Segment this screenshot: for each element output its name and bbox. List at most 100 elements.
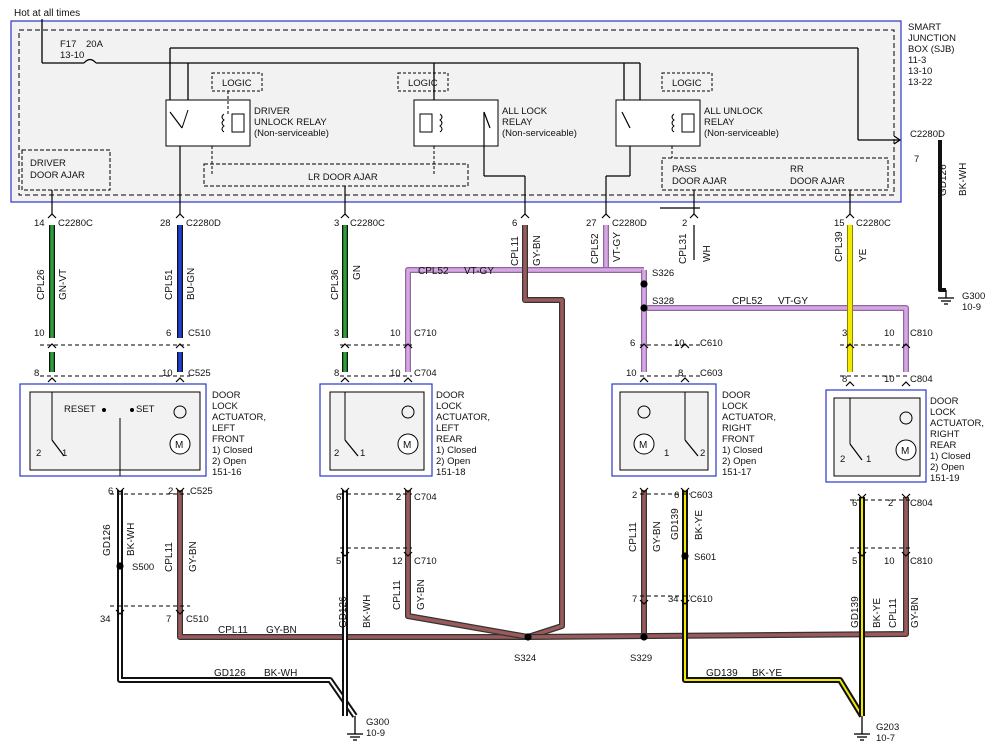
diagram-label: LOGIC <box>672 78 702 89</box>
diagram-label: CPL11 <box>888 598 899 628</box>
diagram-label: C804 <box>910 374 933 385</box>
diagram-label: 7 <box>914 154 919 165</box>
diagram-label: DOOR <box>930 396 959 407</box>
diagram-label: 2 <box>36 448 41 459</box>
diagram-label: ACTUATOR, <box>930 418 984 429</box>
diagram-label: S500 <box>132 562 154 573</box>
diagram-label: 10 <box>884 374 895 385</box>
diagram-label: 14 <box>34 218 45 229</box>
diagram-label: LOCK <box>930 407 957 418</box>
diagram-label: ACTUATOR, <box>212 412 266 423</box>
diagram-label: 15 <box>834 218 845 229</box>
diagram-label: 10-9 <box>962 302 981 313</box>
diagram-label: (Non-serviceable) <box>254 128 329 139</box>
diagram-label: GD126 <box>938 164 949 196</box>
diagram-label: CPL52 <box>732 296 763 307</box>
diagram-label: 12 <box>392 556 403 567</box>
diagram-label: BK-WH <box>958 163 969 196</box>
diagram-label: C810 <box>910 328 933 339</box>
diagram-label: RR <box>790 164 804 175</box>
diagram-label: 11-3 <box>908 55 926 66</box>
diagram-label: 7 <box>632 594 637 605</box>
diagram-label: M <box>175 440 183 451</box>
diagram-label: ACTUATOR, <box>436 412 490 423</box>
splice-s328 <box>640 304 648 312</box>
diagram-label: CPL52 <box>590 233 601 264</box>
diagram-label: 8 <box>334 368 339 379</box>
diagram-label: M <box>403 440 411 451</box>
diagram-label: G300 <box>962 291 985 302</box>
diagram-label: DOOR AJAR <box>672 176 727 187</box>
diagram-label: 151-18 <box>436 467 466 478</box>
diagram-label: 2 <box>168 486 173 497</box>
diagram-label: 2 <box>396 492 401 503</box>
diagram-label: 34 <box>668 594 679 605</box>
diagram-label: ACTUATOR, <box>722 412 776 423</box>
diagram-label: LOCK <box>212 401 239 412</box>
diagram-label: CPL11 <box>392 580 403 610</box>
diagram-label: C603 <box>700 368 723 379</box>
diagram-label: C610 <box>690 594 713 605</box>
diagram-label: RIGHT <box>722 423 752 434</box>
diagram-label: 1) Closed <box>436 445 477 456</box>
diagram-label: 2 <box>334 448 339 459</box>
diagram-label: C2280D <box>910 129 945 140</box>
wire-labels: CPL26 GN-VT CPL51 BU-GN CPL36 GN CPL11 G… <box>36 163 969 679</box>
diagram-label: WH <box>702 245 713 262</box>
relay-coil-icon <box>231 113 245 133</box>
door-ajar-switches: DRIVER DOOR AJAR LR DOOR AJAR PASS DOOR … <box>21 149 889 191</box>
diagram-label: 6 <box>852 498 857 509</box>
diagram-label: 2) Open <box>722 456 756 467</box>
diagram-label: JUNCTION <box>908 33 956 44</box>
diagram-label: C704 <box>414 368 437 379</box>
diagram-label: GD126 <box>338 596 349 628</box>
diagram-label: SET <box>136 404 155 415</box>
relay-coil-icon <box>681 113 695 133</box>
splice-s326 <box>640 280 648 288</box>
diagram-label: GY-BN <box>266 625 297 636</box>
diagram-label: CPL51 <box>164 269 175 300</box>
diagram-label: CPL11 <box>164 542 175 572</box>
diagram-label: REAR <box>436 434 463 445</box>
diagram-label: GY-BN <box>416 579 427 610</box>
diagram-label: C525 <box>190 486 213 497</box>
diagram-label: 2) Open <box>212 456 246 467</box>
diagram-label: C525 <box>188 368 211 379</box>
diagram-label: LR DOOR AJAR <box>308 172 378 183</box>
diagram-label: C510 <box>186 614 209 625</box>
sjb-internal-wiring <box>51 112 851 214</box>
diagram-label: CPL31 <box>678 233 689 264</box>
diagram-label: 8 <box>34 368 39 379</box>
diagram-label: 1 <box>360 448 365 459</box>
diagram-label: GN <box>352 265 363 280</box>
diagram-label: 10 <box>390 328 401 339</box>
diagram-label: M <box>639 440 647 451</box>
diagram-label: GD139 <box>850 596 861 628</box>
diagram-label: 151-17 <box>722 467 752 478</box>
diagram-label: 10 <box>162 368 173 379</box>
diagram-label: RELAY <box>502 117 533 128</box>
diagram-label: 13-22 <box>908 77 932 88</box>
diagram-label: 3 <box>842 328 847 339</box>
diagram-label: 6 <box>674 490 679 501</box>
diagram-label: 10 <box>884 328 895 339</box>
diagram-label: C710 <box>414 556 437 567</box>
diagram-label: CPL11 <box>628 522 639 552</box>
diagram-label: CPL26 <box>36 269 47 300</box>
diagram-label: G203 <box>876 722 899 733</box>
diagram-label: C603 <box>690 490 713 501</box>
relay-driver-unlock: DRIVER UNLOCK RELAY (Non-serviceable) <box>165 91 329 176</box>
diagram-label: DRIVER <box>30 158 66 169</box>
diagram-label: DOOR AJAR <box>790 176 845 187</box>
diagram-label: BK-WH <box>126 523 137 556</box>
diagram-label: LEFT <box>212 423 235 434</box>
relay-all-unlock: ALL UNLOCK RELAY (Non-serviceable) <box>615 99 779 158</box>
diagram-label: 151-19 <box>930 473 960 484</box>
diagram-label: 5 <box>852 556 857 567</box>
diagram-label: CPL11 <box>510 236 521 266</box>
diagram-label: 151-16 <box>212 467 242 478</box>
diagram-label: LOGIC <box>222 78 252 89</box>
diagram-label: 1 <box>62 448 67 459</box>
diagram-label: 1) Closed <box>722 445 763 456</box>
